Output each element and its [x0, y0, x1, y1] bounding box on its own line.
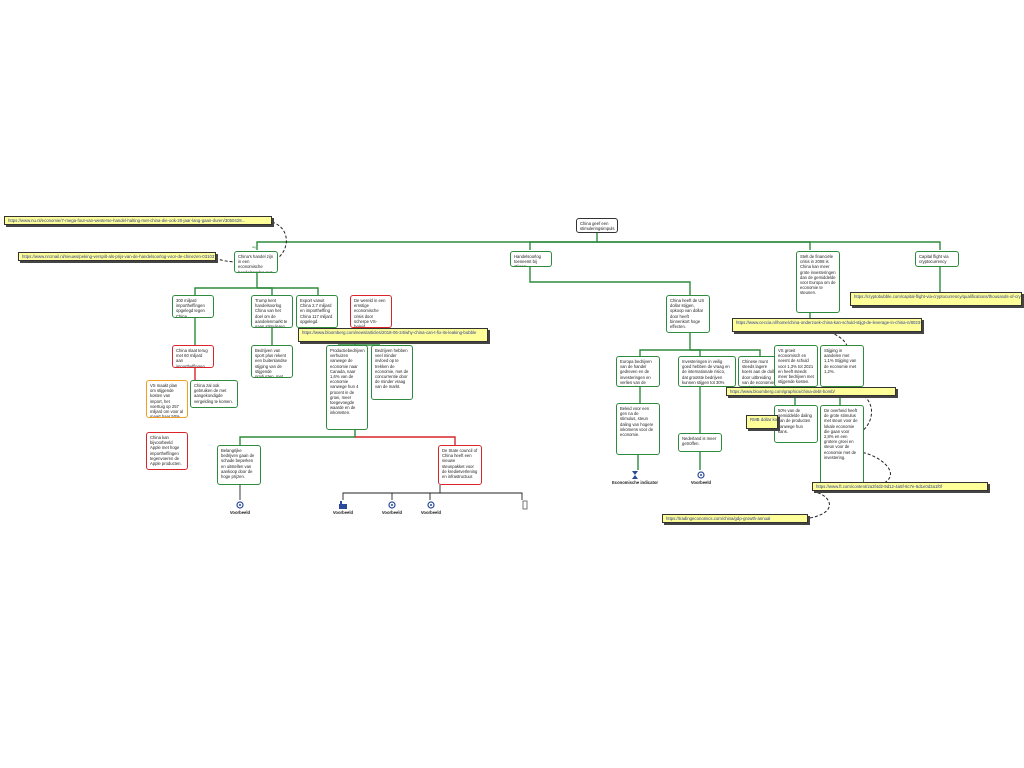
node-china-dollar[interactable]: China heeft de US dollar stijgen, opkoop… [666, 295, 710, 333]
node-china-slaat[interactable]: China slaat terug met 60 miljard aan imp… [172, 345, 214, 368]
node-trump[interactable]: Trump kent handelsoorlog China van het d… [251, 295, 293, 328]
node-stijging-pct[interactable]: 50% van de gemiddelde daling van de prod… [774, 405, 818, 443]
node-export-china[interactable]: Export vanuit China 2.7 miljard en impor… [296, 295, 338, 328]
node-investeringen[interactable]: Investeringen in veilig goed hebben de v… [678, 356, 736, 387]
example-voorbeeld-right: Voorbeeld [672, 470, 730, 485]
node-beleid-kosten[interactable]: Beleid voor een gen na de stimulus, steu… [616, 403, 660, 455]
gears-icon [427, 501, 435, 509]
link-url-capital[interactable]: https://cryptobubble.com/capital-flight-… [850, 292, 1022, 306]
link-url-trading[interactable]: https://tradingeconomics.com/china/gdp-g… [662, 514, 808, 523]
node-import-300[interactable]: 300 miljard importheffingen opgelegd teg… [172, 295, 214, 318]
node-vs-groei[interactable]: VS groeit economisch en neemt de schuld … [774, 345, 818, 387]
link-renminbi[interactable]: RMB dollar koers [746, 415, 778, 429]
example-4: Voorbeeld [412, 500, 450, 515]
node-china-handel[interactable]: China's handel zijn in een economische h… [234, 251, 278, 273]
node-china-plan[interactable]: VS maakt plan om stijgende kosten van im… [146, 380, 188, 418]
root-node[interactable]: China geef een stimuleringsimpuls [576, 218, 618, 233]
node-nederland[interactable]: Nederland is meer getroffen. [678, 433, 722, 452]
example-economic-indicator: Economische indicator [600, 470, 670, 485]
document-icon [522, 500, 528, 510]
node-europa[interactable]: Europa bedrijven van de handel gedreven … [616, 356, 660, 387]
node-bedrijven-tariff[interactable]: Bedrijven van sport plus rekent een buit… [251, 345, 293, 378]
node-wereld[interactable]: De wereld in een ernstige economische cr… [350, 295, 392, 328]
hourglass-icon [632, 471, 638, 479]
link-url-ceccia[interactable]: https://www.ceccia.nl/home/china-onderzo… [732, 318, 922, 332]
example-5 [455, 500, 595, 511]
node-china-zal[interactable]: China zal ook gebruiken de met aangekond… [190, 380, 238, 408]
example-1: Voorbeeld [150, 500, 330, 515]
example-3: Voorbeeld [372, 500, 412, 515]
link-url-peking[interactable]: https://www.nrcmail.nl/nieuws/peking-ver… [18, 252, 216, 261]
node-de-state[interactable]: De State council of China heeft een nieu… [438, 445, 482, 485]
node-china-kan[interactable]: China kan bijvoorbeeld Apple met hoge im… [146, 432, 188, 470]
link-url-bloomberg2[interactable]: https://www.bloomberg.com/graphics/china… [726, 387, 896, 396]
gears-icon [388, 501, 396, 509]
node-productiebedrijven[interactable]: Productiebedrijven verhuizen vanwege de … [326, 345, 368, 430]
node-belangrijke[interactable]: Belangrijke bedrijven gaan de schade bep… [217, 445, 261, 485]
link-url-bloomberg1[interactable]: https://www.bloomberg.com/news/articles/… [298, 328, 488, 342]
node-de-overheid[interactable]: De overheid heeft de grote stimulus met … [820, 405, 864, 485]
gears-icon [236, 501, 244, 509]
gears-icon [697, 471, 705, 479]
node-bedrijven-minder[interactable]: Bedrijven hebben veel minder invloed op … [371, 345, 413, 400]
node-china-stimulus[interactable]: Stelt de financiële crisis in 2008 is Ch… [796, 251, 840, 313]
factory-icon [339, 501, 347, 509]
node-handelsoorlog[interactable]: Handelsoorlog toeneemt bij stijgen [510, 251, 552, 267]
node-capital[interactable]: Capital flight via cryptocurrency [915, 251, 959, 267]
node-stijging[interactable]: Stijging in aandelen met 1,1% Stijging v… [820, 345, 864, 387]
link-url-top[interactable]: https://www.nu.nl/economie/7-mega-fout-v… [4, 216, 272, 225]
link-url-ft[interactable]: https://www.ft.com/content/2a3f4d2-9d12-… [812, 482, 988, 491]
example-2: Voorbeeld [325, 500, 361, 515]
